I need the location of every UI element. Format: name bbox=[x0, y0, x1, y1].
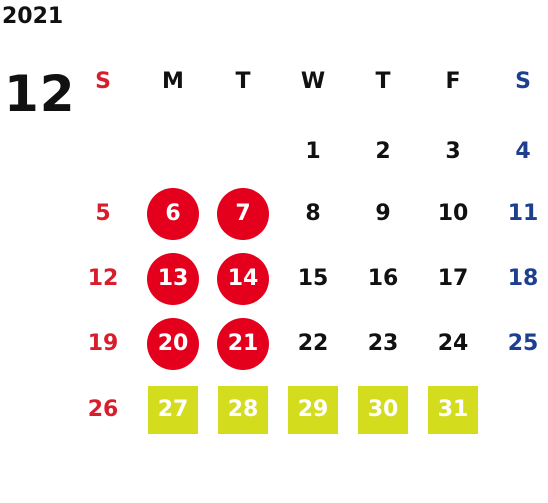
day-cell-16: 16 bbox=[367, 266, 399, 291]
day-cell-21: 21 bbox=[217, 318, 269, 370]
day-cell-27: 27 bbox=[148, 386, 198, 434]
month-number: 12 bbox=[4, 65, 76, 123]
day-cell-18: 18 bbox=[507, 266, 539, 291]
day-cell-6: 6 bbox=[147, 188, 199, 240]
day-cell-2: 2 bbox=[375, 139, 391, 164]
day-cell-13: 13 bbox=[147, 253, 199, 305]
day-cell-24: 24 bbox=[437, 331, 469, 356]
year-label: 2021 bbox=[2, 4, 64, 29]
day-cell-26: 26 bbox=[87, 397, 119, 422]
day-cell-22: 22 bbox=[297, 331, 329, 356]
day-cell-4: 4 bbox=[515, 139, 531, 164]
day-cell-30: 30 bbox=[358, 386, 408, 434]
weekday-fri: F bbox=[445, 69, 461, 94]
day-cell-1: 1 bbox=[305, 139, 321, 164]
day-cell-19: 19 bbox=[87, 331, 119, 356]
weekday-wed: W bbox=[300, 69, 326, 94]
day-cell-31: 31 bbox=[428, 386, 478, 434]
day-cell-15: 15 bbox=[297, 266, 329, 291]
weekday-sun: S bbox=[95, 69, 111, 94]
day-cell-29: 29 bbox=[288, 386, 338, 434]
day-cell-25: 25 bbox=[507, 331, 539, 356]
day-cell-12: 12 bbox=[87, 266, 119, 291]
weekday-sat: S bbox=[515, 69, 531, 94]
day-cell-17: 17 bbox=[437, 266, 469, 291]
weekday-tue: T bbox=[235, 69, 251, 94]
day-cell-5: 5 bbox=[95, 201, 111, 226]
day-cell-20: 20 bbox=[147, 318, 199, 370]
day-cell-23: 23 bbox=[367, 331, 399, 356]
day-cell-11: 11 bbox=[507, 201, 539, 226]
day-cell-7: 7 bbox=[217, 188, 269, 240]
weekday-mon: M bbox=[162, 69, 184, 94]
day-cell-8: 8 bbox=[305, 201, 321, 226]
day-cell-3: 3 bbox=[445, 139, 461, 164]
day-cell-28: 28 bbox=[218, 386, 268, 434]
day-cell-10: 10 bbox=[437, 201, 469, 226]
day-cell-9: 9 bbox=[375, 201, 391, 226]
day-cell-14: 14 bbox=[217, 253, 269, 305]
weekday-thu: T bbox=[375, 69, 391, 94]
